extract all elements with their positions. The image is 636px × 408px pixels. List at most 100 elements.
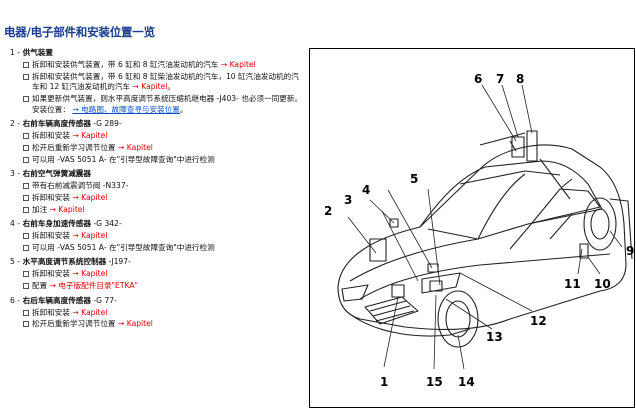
section-number: 2 - xyxy=(10,118,20,128)
callout-12: 12 xyxy=(530,314,547,328)
section-number: 6 - xyxy=(10,295,20,305)
item-text: 拆卸和安装 xyxy=(32,192,70,202)
list-item: 松开后重新学习调节位置 → Kapitel xyxy=(10,143,306,153)
callout-1: 1 xyxy=(380,375,388,389)
page-title: 电器/电子部件和安装位置一览 xyxy=(4,25,155,39)
section-code: -G 289- xyxy=(91,118,122,128)
bullet-icon xyxy=(23,132,29,139)
item-text: 松开后重新学习调节位置 xyxy=(32,142,116,152)
item-text: 松开后重新学习调节位置 xyxy=(32,319,116,329)
section-number: 5 - xyxy=(10,257,20,267)
callout-15: 15 xyxy=(426,375,443,389)
list-item: 拆卸和安装 → Kapitel xyxy=(10,131,306,141)
kapitel-link[interactable]: → Kapitel xyxy=(72,269,108,279)
callout-7: 7 xyxy=(496,72,504,86)
list-item: 配置 → 电子版配件目录"ETKA" xyxy=(10,281,306,291)
car-drawing: 1 2 3 4 5 6 7 8 9 10 11 12 13 14 15 xyxy=(324,72,634,389)
section-1: 1 - 供气装置 拆卸和安装供气装置，带 6 缸和 8 缸汽油发动机的汽车 → … xyxy=(10,48,306,115)
section-code: -J197- xyxy=(106,257,131,267)
bullet-icon xyxy=(23,233,29,240)
list-item: 如果更新供气装置，则水平高度调节系统压缩机继电器 -J403- 也必须一同更新。… xyxy=(10,94,306,115)
bullet-icon xyxy=(23,73,29,80)
item-text: 拆卸和安装供气装置，带 6 缸和 8 缸柴油发动机的汽车，10 缸汽油发动机的汽… xyxy=(32,71,299,92)
item-text: 拆卸和安装 xyxy=(32,231,70,241)
section-number: 1 - xyxy=(10,48,20,57)
component-list: 1 - 供气装置 拆卸和安装供气装置，带 6 缸和 8 缸汽油发动机的汽车 → … xyxy=(10,44,306,330)
callout-4: 4 xyxy=(362,183,370,197)
callout-13: 13 xyxy=(486,330,503,344)
section-3: 3 - 右前空气弹簧减震器 带有右前减震调节阀 -N337- 拆卸和安装 → K… xyxy=(10,169,306,215)
section-5: 5 - 水平高度调节系统控制器 -J197- 拆卸和安装 → Kapitel 配… xyxy=(10,257,306,291)
section-heading: 4 - 右前车身加速传感器 -G 342- xyxy=(10,219,306,229)
bullet-icon xyxy=(23,271,29,278)
section-heading: 6 - 右后车辆高度传感器 -G 77- xyxy=(10,296,306,306)
item-text: 拆卸和安装供气装置，带 6 缸和 8 缸汽油发动机的汽车 xyxy=(32,59,219,69)
section-title: 供气装置 xyxy=(22,48,54,57)
list-item: 拆卸和安装 → Kapitel xyxy=(10,231,306,241)
list-item: 可以用 -VAS 5051 A- 在"引导型故障查询"中进行检测 xyxy=(10,155,306,165)
callout-10: 10 xyxy=(594,277,611,291)
callout-3: 3 xyxy=(344,193,352,207)
item-text: 拆卸和安装 xyxy=(32,130,70,140)
bullet-icon xyxy=(23,156,29,163)
bullet-icon xyxy=(23,245,29,251)
callout-11: 11 xyxy=(564,277,581,291)
callout-9: 9 xyxy=(626,244,634,258)
section-heading: 5 - 水平高度调节系统控制器 -J197- xyxy=(10,257,306,267)
section-heading: 2 - 右前车辆高度传感器 -G 289- xyxy=(10,119,306,129)
item-text: 拆卸和安装 xyxy=(32,307,70,317)
section-4: 4 - 右前车身加速传感器 -G 342- 拆卸和安装 → Kapitel 可以… xyxy=(10,219,306,253)
section-title: 右前车身加速传感器 xyxy=(22,219,91,229)
section-number: 4 - xyxy=(10,219,20,229)
section-title: 右后车辆高度传感器 xyxy=(22,295,91,305)
item-text: 如果更新供气装置，则水平高度调节系统压缩机继电器 -J403- 也必须一同更新。… xyxy=(32,94,303,114)
kapitel-link[interactable]: → Kapitel xyxy=(72,307,108,317)
section-title: 水平高度调节系统控制器 xyxy=(22,257,107,267)
bullet-icon xyxy=(23,321,29,328)
bullet-icon xyxy=(23,194,29,201)
list-item: 可以用 -VAS 5051 A- 在"引导型故障查询"中进行检测 xyxy=(10,243,306,253)
section-code: -G 77- xyxy=(91,295,117,305)
bullet-icon xyxy=(23,144,29,151)
section-2: 2 - 右前车辆高度传感器 -G 289- 拆卸和安装 → Kapitel 松开… xyxy=(10,119,306,165)
kapitel-link[interactable]: → Kapitel xyxy=(117,142,153,152)
item-text: 配置 xyxy=(32,281,48,291)
section-number: 3 - xyxy=(10,169,20,179)
item-tail: 。 xyxy=(167,82,176,92)
section-heading: 1 - 供气装置 xyxy=(10,48,306,58)
section-code: -G 342- xyxy=(91,219,122,229)
item-text: 加注 xyxy=(32,204,48,214)
etka-link[interactable]: → 电子版配件目录"ETKA" xyxy=(49,281,139,291)
bullet-icon xyxy=(23,96,29,103)
section-title: 右前车辆高度传感器 xyxy=(22,118,91,128)
kapitel-link[interactable]: → Kapitel xyxy=(132,82,168,92)
callout-5: 5 xyxy=(410,172,418,186)
list-item: 加注 → Kapitel xyxy=(10,205,306,215)
car-component-figure: 1 2 3 4 5 6 7 8 9 10 11 12 13 14 15 xyxy=(309,48,635,408)
callout-14: 14 xyxy=(458,375,475,389)
list-item: 拆卸和安装 → Kapitel xyxy=(10,269,306,279)
callout-6: 6 xyxy=(474,72,482,86)
callout-2: 2 xyxy=(324,204,332,218)
section-title: 右前空气弹簧减震器 xyxy=(22,169,91,179)
bullet-icon xyxy=(23,206,29,213)
circuit-diagram-link[interactable]: → 电路图、故障查寻与安装位置 xyxy=(72,104,180,114)
list-item: 松开后重新学习调节位置 → Kapitel xyxy=(10,319,306,329)
callout-8: 8 xyxy=(516,72,524,86)
list-item: 拆卸和安装 → Kapitel xyxy=(10,193,306,203)
list-item: 拆卸和安装供气装置，带 6 缸和 8 缸汽油发动机的汽车 → Kapitel xyxy=(10,60,306,70)
kapitel-link[interactable]: → Kapitel xyxy=(49,204,85,214)
section-6: 6 - 右后车辆高度传感器 -G 77- 拆卸和安装 → Kapitel 松开后… xyxy=(10,296,306,330)
kapitel-link[interactable]: → Kapitel xyxy=(220,59,256,69)
list-item: 拆卸和安装 → Kapitel xyxy=(10,308,306,318)
kapitel-link[interactable]: → Kapitel xyxy=(72,231,108,241)
bullet-icon xyxy=(23,61,29,68)
list-item: 拆卸和安装供气装置，带 6 缸和 8 缸柴油发动机的汽车，10 缸汽油发动机的汽… xyxy=(10,72,306,93)
kapitel-link[interactable]: → Kapitel xyxy=(117,319,153,329)
kapitel-link[interactable]: → Kapitel xyxy=(72,130,108,140)
item-text: 拆卸和安装 xyxy=(32,269,70,279)
section-heading: 3 - 右前空气弹簧减震器 xyxy=(10,169,306,179)
item-text: 可以用 -VAS 5051 A- 在"引导型故障查询"中进行检测 xyxy=(32,243,215,252)
kapitel-link[interactable]: → Kapitel xyxy=(72,192,108,202)
item-tail: 。 xyxy=(179,104,188,114)
